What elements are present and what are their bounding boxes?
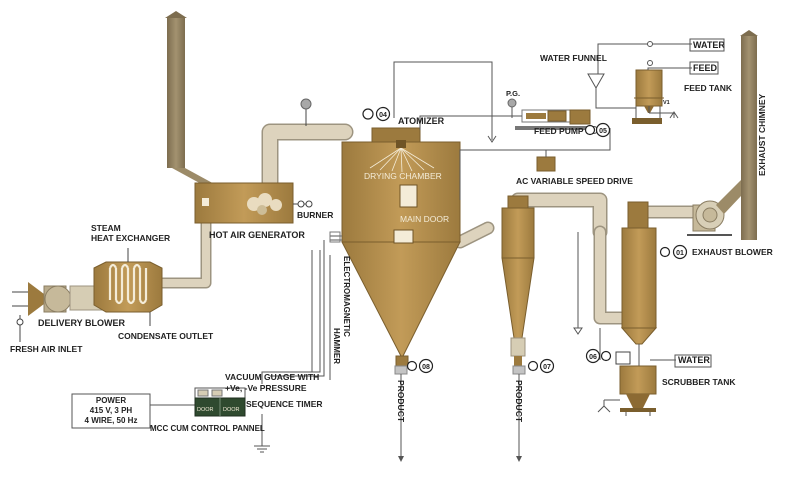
label-vacuum-2: +Ve, -Ve PRESSURE (225, 383, 307, 393)
drying-chamber (329, 127, 461, 367)
water-funnel (587, 73, 605, 96)
cyclone-separator (501, 195, 535, 366)
label-main-door: MAIN DOOR (400, 214, 449, 224)
steam-heat-exchanger (93, 248, 163, 326)
badge-05: 05 (584, 122, 611, 138)
label-door-left: DOOR (197, 407, 214, 413)
label-power-3: 4 WIRE, 50 Hz (85, 416, 138, 425)
feed-box (689, 61, 719, 75)
hot-air-generator (194, 182, 313, 224)
label-power-2: 415 V, 3 PH (90, 406, 133, 415)
badge-08: 08 (406, 358, 434, 374)
label-feed-tank: FEED TANK (684, 83, 733, 93)
label-exhaust-blower: EXHAUST BLOWER (692, 247, 773, 257)
label-ac-drive: AC VARIABLE SPEED DRIVE (516, 176, 633, 186)
svg-text:07: 07 (543, 364, 551, 371)
power-supply-box (71, 393, 151, 429)
label-steam-hx-2: HEAT EXCHANGER (91, 233, 170, 243)
label-v1: V1 (663, 100, 670, 106)
label-water-funnel: WATER FUNNEL (540, 53, 607, 63)
label-pg: P.G. (506, 89, 520, 98)
label-hammer: HAMMER (332, 328, 341, 364)
svg-text:01: 01 (676, 250, 684, 257)
badge-07: 07 (527, 358, 555, 374)
process-lines (150, 41, 692, 453)
feed-pump (515, 109, 598, 134)
label-hot-air-generator: HOT AIR GENERATOR (209, 230, 305, 240)
label-mcc-panel: MCC CUM CONTROL PANNEL (150, 424, 265, 433)
badge-01: 01 (659, 244, 688, 260)
label-product-2: PRODUCT (514, 380, 524, 423)
label-feed: FEED (693, 63, 718, 73)
label-drying-chamber: DRYING CHAMBER (364, 171, 442, 181)
exhaust-chimney (716, 30, 758, 240)
badge-04: 04 (362, 106, 391, 122)
product-outlets (394, 365, 526, 462)
svg-text:05: 05 (599, 128, 607, 135)
label-power-1: POWER (96, 396, 126, 405)
duct-pressure-gauge (300, 98, 312, 126)
label-sequence-timer: SEQUENCE TIMER (246, 399, 323, 409)
label-condensate-outlet: CONDENSATE OUTLET (118, 331, 214, 341)
label-product-1: PRODUCT (396, 380, 406, 423)
label-vacuum-1: VACUUM GUAGE WITH (225, 372, 319, 382)
water-scrubber-box (674, 354, 712, 368)
scrubber-tank (597, 351, 676, 416)
svg-text:04: 04 (379, 112, 387, 119)
label-atomizer: ATOMIZER (398, 116, 445, 126)
label-delivery-blower: DELIVERY BLOWER (38, 318, 126, 328)
badge-06: 06 (585, 348, 612, 364)
label-water-top: WATER (693, 40, 725, 50)
svg-text:06: 06 (589, 354, 597, 361)
mcc-control-panel (194, 387, 246, 417)
label-steam-hx-1: STEAM (91, 223, 121, 233)
water-top-box (689, 38, 725, 52)
feed-pressure-gauge (507, 98, 517, 118)
label-burner: BURNER (297, 210, 333, 220)
flue-chimney (165, 11, 218, 186)
fresh-air-inlet-marker (12, 291, 28, 342)
label-scrubber-tank: SCRUBBER TANK (662, 377, 736, 387)
label-fresh-air-inlet: FRESH AIR INLET (10, 344, 83, 354)
ac-drive (536, 156, 556, 172)
label-water-scrubber: WATER (678, 355, 710, 365)
exhaust-blower (687, 200, 732, 236)
label-door-right: DOOR (223, 407, 240, 413)
wet-scrubber (599, 201, 658, 368)
svg-text:08: 08 (422, 364, 430, 371)
label-exhaust-chimney: EXHAUST CHIMNEY (757, 93, 767, 176)
label-feed-pump: FEED PUMP (534, 126, 584, 136)
feed-tank (632, 69, 679, 124)
label-electromagnetic: ELECTROMAGNETIC (342, 256, 351, 337)
delivery-blower (28, 282, 105, 316)
